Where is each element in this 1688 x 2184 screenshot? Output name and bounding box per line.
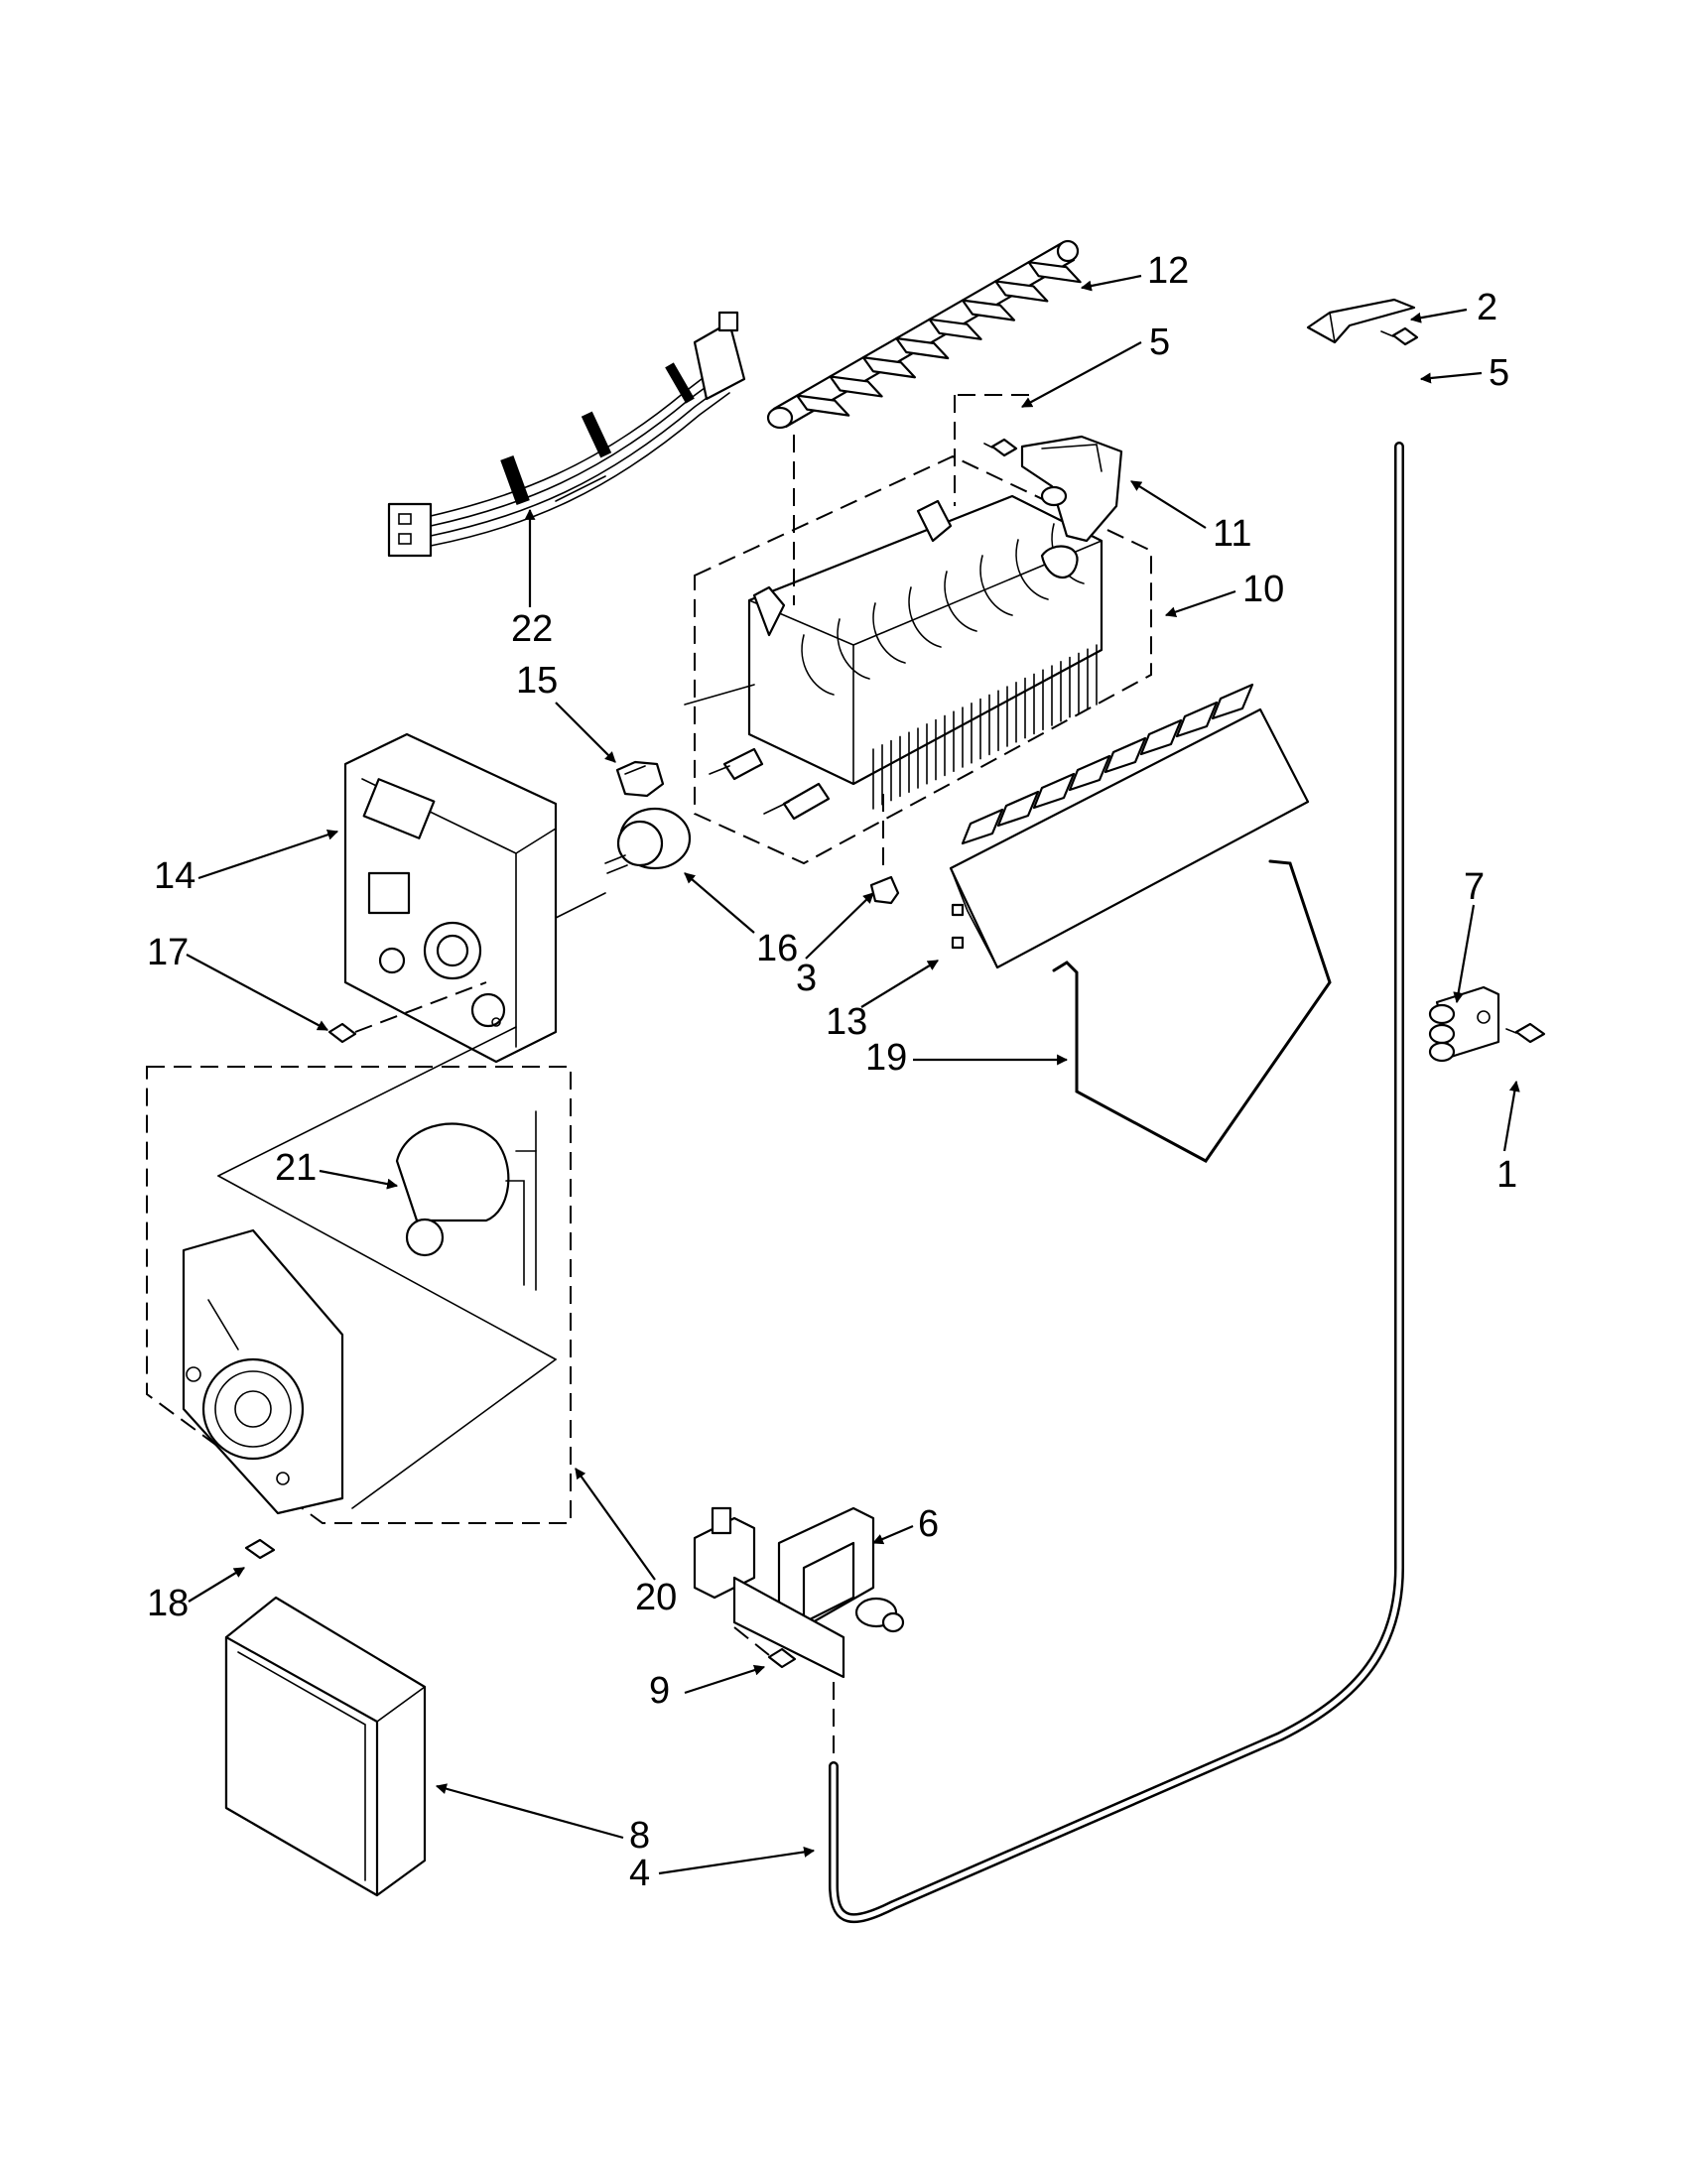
mold-rib: [944, 571, 977, 632]
stripper-tooth: [1211, 683, 1254, 720]
leader-arrow-16: [684, 872, 755, 934]
ejector-blade: [928, 318, 982, 340]
stripper-tooth: [1175, 701, 1219, 738]
part-water-tube: [829, 442, 1404, 1923]
part-screw-right: [1380, 326, 1419, 346]
callout-8: 8: [629, 1815, 650, 1857]
ejector-blade: [796, 394, 850, 417]
leader-arrow-18: [188, 1567, 245, 1603]
callout-6: 6: [918, 1503, 939, 1545]
callout-12: 12: [1147, 250, 1189, 292]
leader-arrow-11: [1130, 480, 1207, 529]
callout-4: 4: [629, 1853, 650, 1894]
mold-rib: [872, 602, 906, 664]
mold-rib: [837, 618, 870, 680]
callout-15: 15: [516, 660, 558, 702]
callout-16: 16: [756, 928, 798, 969]
part-heater-clip: [869, 794, 900, 905]
part-fill-cup-insulation: [224, 1596, 427, 1897]
part-screw-9: [733, 1626, 835, 1761]
part-motor: [395, 1110, 537, 1291]
callout-19: 19: [865, 1037, 907, 1079]
part-tube-clamp: [1428, 985, 1500, 1063]
leader-arrow-5: [1021, 341, 1142, 408]
leader-arrow-1: [1502, 1080, 1520, 1152]
leader-arrow-21: [319, 1169, 399, 1190]
leader-arrow-5b: [1419, 371, 1483, 384]
leader-arrow-14: [197, 829, 339, 880]
ejector-blade: [1027, 261, 1082, 284]
part-thermostat: [604, 807, 692, 874]
callout-3: 3: [796, 958, 817, 999]
callout-10: 10: [1242, 569, 1284, 610]
mold-rib: [979, 555, 1013, 616]
leader-arrow-15: [555, 702, 616, 763]
callout-1: 1: [1496, 1154, 1517, 1196]
leader-arrow-3: [805, 892, 874, 960]
callout-20: 20: [635, 1577, 677, 1618]
callout-21: 21: [275, 1147, 317, 1189]
leader-arrow-17: [186, 954, 328, 1031]
callout-17: 17: [147, 932, 189, 973]
part-shutoff-arm: [1052, 859, 1332, 1163]
part-screw-upper: [983, 438, 1018, 457]
mold-rib: [1015, 539, 1049, 600]
stripper-tooth: [1139, 718, 1183, 756]
callout-22: 22: [511, 608, 553, 650]
leader-arrow-6: [871, 1524, 914, 1545]
callout-labels: 1 2 3 4 5 5 6 7 8 9 10 11 12 13 14 15 16…: [147, 250, 1517, 1894]
leader-arrow-2: [1409, 308, 1468, 323]
callout-13: 13: [826, 1001, 867, 1043]
leader-arrow-12: [1080, 274, 1142, 292]
part-screw-18: [244, 1538, 276, 1560]
callout-7: 7: [1464, 866, 1485, 908]
part-mounting-bracket: [1020, 435, 1123, 543]
part-ice-mold: [684, 454, 1152, 865]
callout-9: 9: [649, 1670, 670, 1712]
stripper-tooth: [1104, 736, 1147, 774]
stripper-tooth: [961, 808, 1004, 845]
part-ice-stripper: [949, 683, 1310, 969]
part-wire-harness: [387, 311, 746, 558]
part-ejector-shaft: [766, 239, 1082, 430]
callout-5b: 5: [1489, 352, 1509, 394]
ejector-blade: [961, 299, 1016, 321]
part-thermostat-clip: [615, 760, 665, 798]
part-water-valve: [693, 1506, 905, 1679]
part-screw-1: [1505, 1022, 1546, 1044]
leader-arrow-20: [575, 1468, 656, 1581]
part-motor-module-group: [146, 1026, 572, 1524]
part-screw-17: [327, 981, 487, 1044]
stripper-tooth: [1032, 772, 1076, 810]
mold-rib: [908, 586, 942, 648]
callout-leaders: [186, 274, 1520, 1875]
ejector-blade: [861, 356, 916, 379]
stripper-tooth: [1068, 754, 1111, 792]
leader-arrow-13: [860, 960, 939, 1008]
stripper-tooth: [996, 790, 1040, 828]
ejector-blade: [829, 375, 883, 398]
leader-arrow-8: [435, 1783, 624, 1840]
part-clip: [1306, 298, 1416, 344]
ejector-blade: [895, 336, 950, 360]
leader-arrow-9: [684, 1664, 766, 1695]
ejector-blade: [994, 280, 1049, 303]
mold-rib: [801, 634, 835, 696]
callout-5: 5: [1149, 321, 1170, 363]
leader-arrow-10: [1164, 589, 1236, 617]
leader-arrow-4: [658, 1847, 816, 1875]
callout-14: 14: [154, 855, 195, 897]
leader-arrow-7: [1453, 904, 1476, 1004]
callout-18: 18: [147, 1583, 189, 1624]
callout-2: 2: [1477, 287, 1497, 328]
callout-11: 11: [1213, 513, 1251, 555]
part-module-housing: [343, 732, 606, 1064]
